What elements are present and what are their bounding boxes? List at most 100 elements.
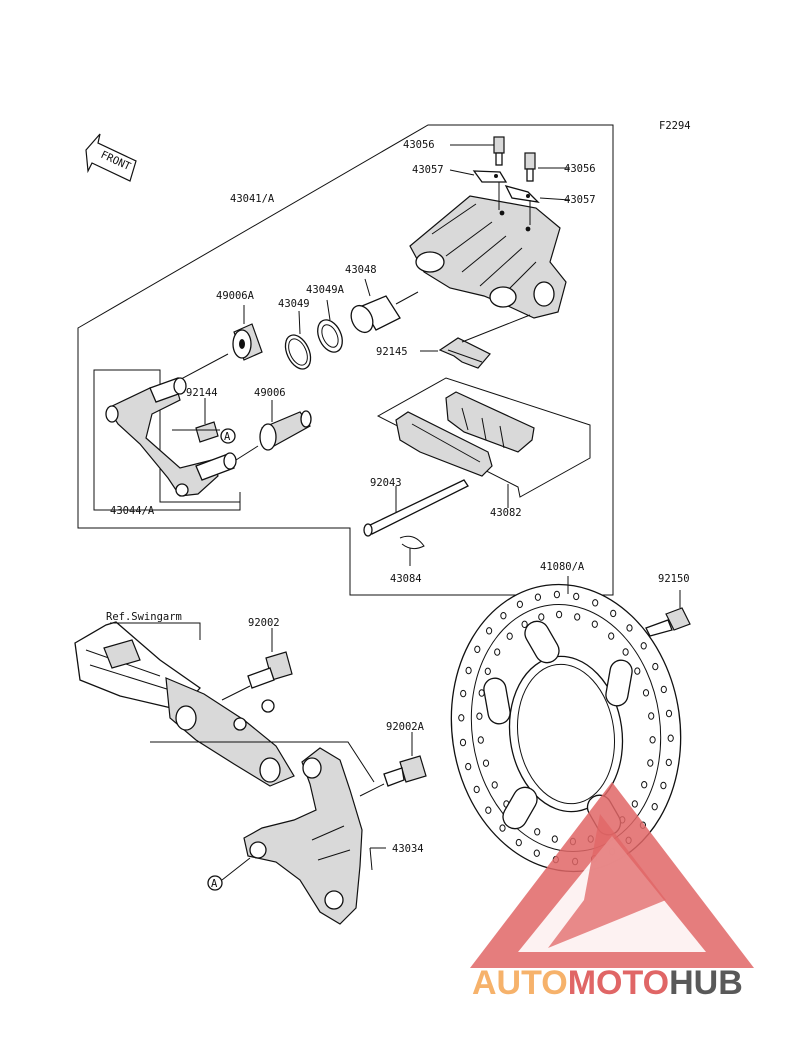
label-92002a: 92002A (386, 721, 425, 733)
bolt-a (383, 755, 427, 787)
disc-hole (476, 712, 483, 720)
label-43057-left: 43057 (564, 194, 596, 206)
disc-hole (651, 803, 658, 811)
disc-hole (652, 662, 659, 671)
bleeder-cap-right (472, 170, 508, 183)
disc-hole (634, 667, 641, 675)
label-92002: 92002 (248, 617, 280, 629)
disc-hole (458, 714, 465, 722)
disc-hole (553, 590, 561, 599)
disc-hole (592, 599, 599, 607)
brake-pad-outer (445, 391, 535, 453)
bracket-clip (195, 421, 219, 443)
label-ref-swingarm: Ref.Swingarm (106, 611, 182, 623)
disc-hole (474, 645, 481, 653)
brake-disc (450, 583, 682, 873)
pad-spring (438, 337, 491, 369)
boot-a (232, 323, 263, 361)
bleeder-valve-right (493, 136, 505, 166)
disc-hole (485, 806, 492, 814)
swingarm-bracket (165, 677, 295, 787)
caliper-holder (243, 747, 363, 925)
label-92144: 92144 (186, 387, 218, 399)
disc-hole (465, 666, 472, 675)
disc-hole (665, 709, 673, 718)
disc-hole (477, 736, 484, 744)
label-43049a: 43049A (306, 284, 345, 296)
disc-hole (533, 849, 540, 857)
disc-hole (499, 824, 506, 832)
caliper-body (409, 195, 567, 319)
label-92043: 92043 (370, 477, 402, 489)
watermark-hub: HUB (669, 964, 743, 1002)
disc-hole (459, 738, 467, 747)
boot (259, 410, 312, 451)
disc-hole (574, 613, 581, 621)
brake-pad-inner (395, 411, 493, 477)
disc-hole (649, 736, 656, 744)
callout-a-lower: A (207, 875, 223, 891)
disc-hole (516, 600, 524, 608)
disc-hole (494, 648, 501, 656)
disc-hole (534, 593, 542, 601)
watermark-logo: AUTOMOTOHUB (470, 782, 754, 1002)
label-49006a: 49006A (216, 290, 255, 302)
disc-hole (608, 632, 615, 640)
disc-bolt (645, 607, 691, 637)
disc-hole (460, 689, 467, 698)
label-49006: 49006 (254, 387, 286, 399)
pad-pin (363, 479, 469, 537)
piston (350, 295, 401, 334)
svg-text:A: A (211, 878, 218, 890)
disc-hole (647, 759, 654, 767)
label-92145: 92145 (376, 346, 408, 358)
piston-seal (284, 334, 312, 370)
disc-hole (491, 781, 498, 789)
label-43049: 43049 (278, 298, 310, 310)
label-92150: 92150 (658, 573, 690, 585)
disc-hole (515, 838, 522, 847)
front-arrow-icon: FRONT (85, 133, 137, 182)
svg-text:AUTOMOTOHUB: AUTOMOTOHUB (472, 964, 743, 1002)
disc-hole (667, 734, 674, 742)
label-43034: 43034 (392, 843, 424, 855)
disc-hole (665, 758, 672, 767)
dust-seal (317, 319, 343, 353)
disc-hole (538, 613, 545, 621)
disc-hole (484, 667, 491, 675)
pin-clip (399, 535, 425, 550)
disc-hole (500, 612, 507, 620)
label-43056-right: 43056 (403, 139, 435, 151)
disc-hole (610, 609, 617, 618)
disc-hole (521, 620, 528, 628)
bleeder-valve-left (524, 152, 536, 182)
label-41080a: 41080/A (540, 561, 585, 573)
disc-hole (660, 685, 667, 694)
label-caliper-assy: 43041/A (230, 193, 275, 205)
disc-hole (486, 627, 493, 635)
label-43048: 43048 (345, 264, 377, 276)
disc-hole (506, 632, 513, 640)
disc-hole (640, 642, 647, 650)
caliper-bracket (105, 377, 237, 497)
label-43056-left: 43056 (564, 163, 596, 175)
callout-a-upper: A (220, 428, 236, 444)
disc-hole (482, 759, 490, 767)
disc-hole (626, 624, 633, 632)
disc-hole (465, 762, 472, 771)
disc-hole (660, 781, 667, 790)
disc-hole (591, 620, 598, 628)
watermark-auto: AUTO (472, 964, 568, 1002)
pad-set-outline (376, 377, 591, 498)
disc-hole (631, 800, 638, 808)
label-43084: 43084 (390, 573, 422, 585)
disc-hole (642, 689, 650, 697)
disc-hole (534, 828, 541, 836)
figure-code: F2294 (659, 120, 691, 132)
disc-hole (648, 712, 655, 720)
bleeder-cap-left (504, 184, 540, 203)
caliper-assembly-outline (77, 124, 614, 596)
disc-hole (551, 835, 558, 843)
